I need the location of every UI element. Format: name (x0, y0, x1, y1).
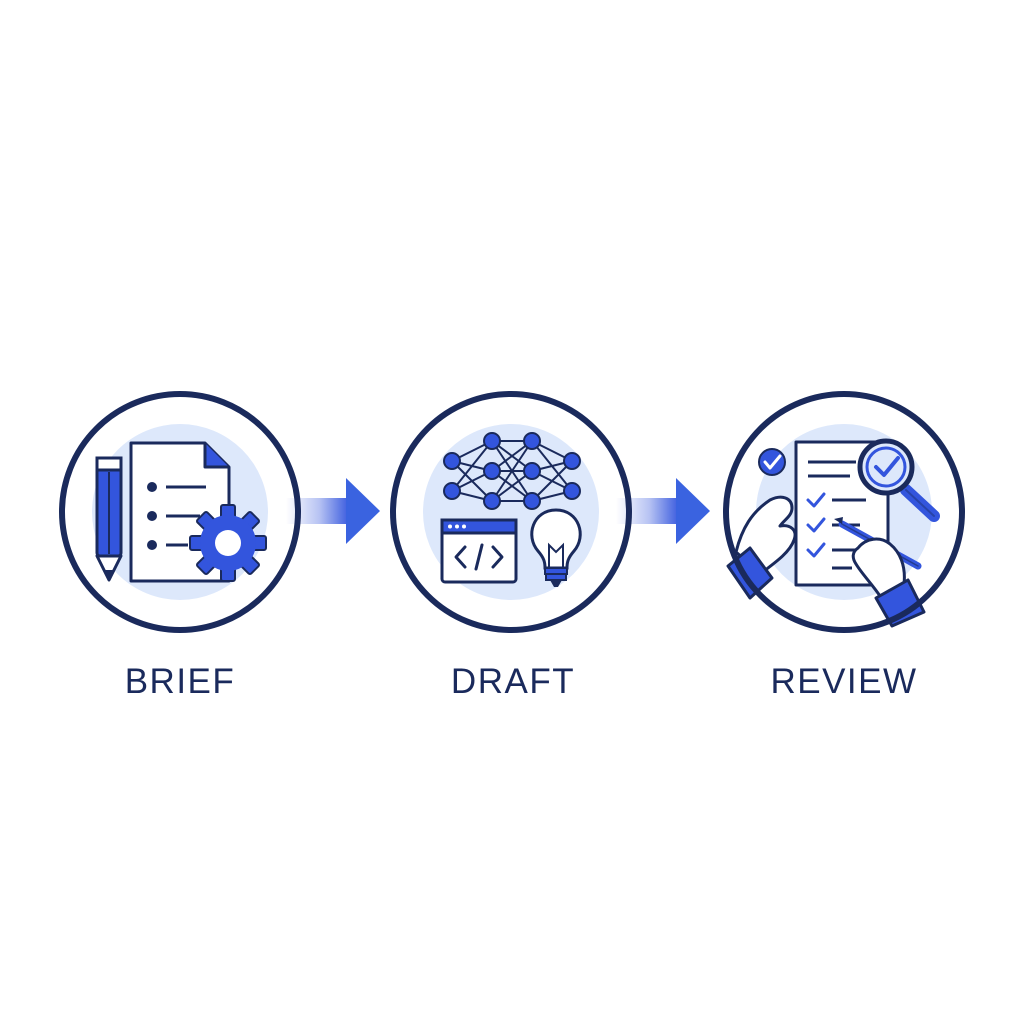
left-hand-icon (726, 495, 797, 600)
neural-network-code-lightbulb-icon (440, 432, 582, 587)
step-draft (390, 391, 632, 633)
magnifier-icon (857, 438, 940, 522)
check-badge-icon (758, 448, 786, 476)
step-label-draft: DRAFT (450, 662, 576, 701)
gear-icon (189, 504, 267, 582)
pencil-icon (95, 456, 123, 582)
step-review (723, 391, 965, 633)
right-hand-pen-icon (834, 517, 926, 628)
neural-network-icon (451, 440, 573, 502)
step-label-brief: BRIEF (124, 662, 236, 701)
step-brief (59, 391, 301, 633)
checklist-magnifier-hands-icon (726, 438, 940, 628)
step-label-review: REVIEW (770, 662, 918, 701)
code-window-icon (440, 518, 518, 584)
lightbulb-icon (530, 508, 582, 587)
document-pencil-gear-icon (95, 441, 267, 583)
